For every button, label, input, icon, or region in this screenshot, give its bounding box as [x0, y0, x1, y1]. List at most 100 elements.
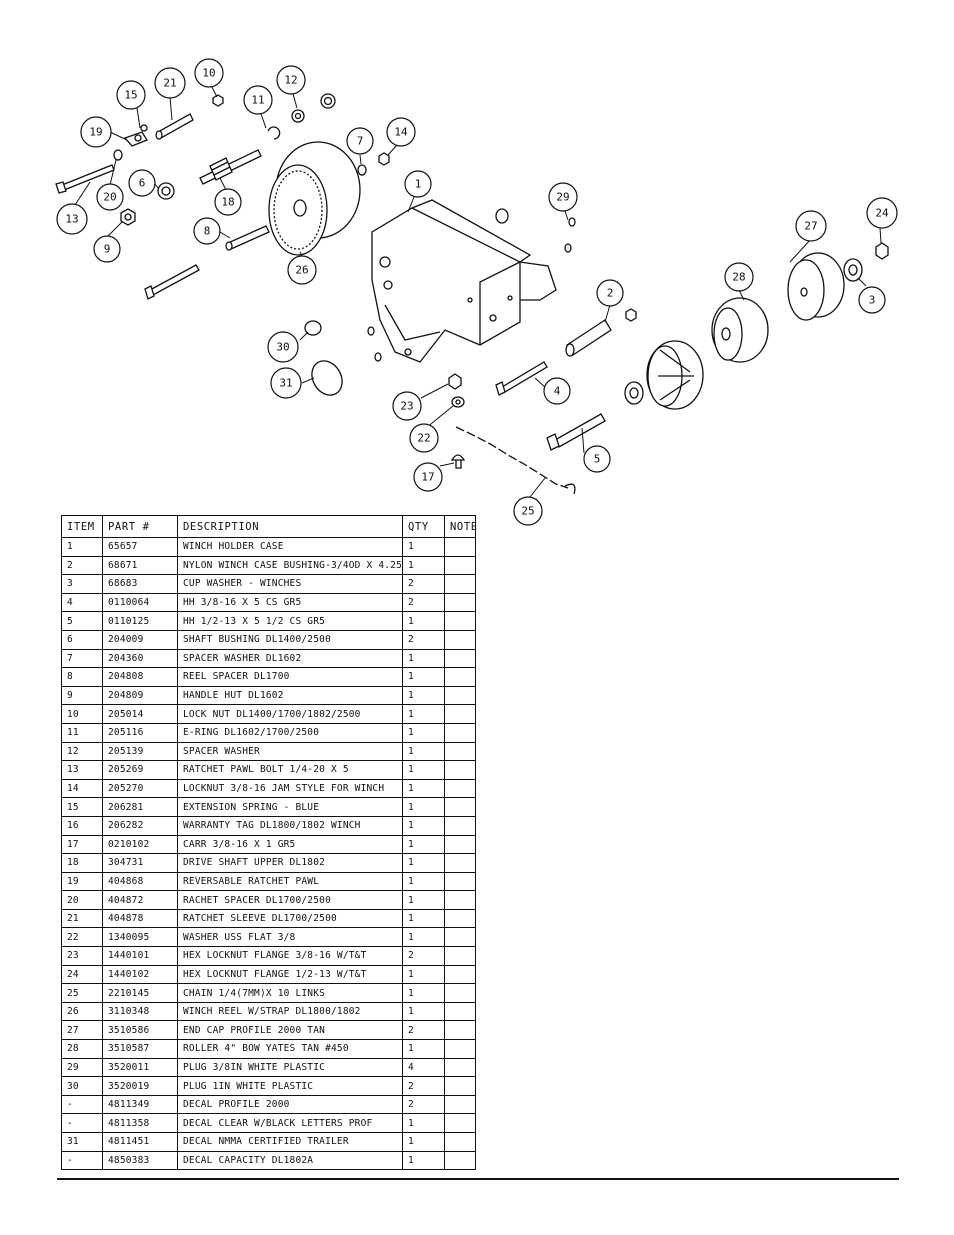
cell-note	[444, 1094, 476, 1115]
cell-description: PLUG 1IN WHITE PLASTIC	[177, 1076, 403, 1096]
cell-note	[444, 667, 476, 687]
cell-item: 26	[61, 1001, 103, 1022]
callout-1: 1	[404, 170, 432, 198]
cell-part-number: 206281	[102, 797, 178, 817]
cell-qty: 1	[402, 537, 445, 557]
cell-part-number: 0110125	[102, 611, 178, 631]
cell-item: 28	[61, 1039, 103, 1059]
part-case-bushing	[495, 208, 509, 224]
cell-description: WINCH REEL W/STRAP DL1800/1802	[177, 1001, 403, 1022]
part-nylon-bushing	[565, 319, 612, 357]
cell-part-number: 3510586	[102, 1020, 178, 1041]
cell-item: 15	[61, 797, 103, 817]
cell-description: HH 1/2-13 X 5 1/2 CS GR5	[177, 611, 403, 631]
cell-note	[444, 555, 476, 576]
callout-2: 2	[596, 279, 624, 307]
cell-part-number: 204808	[102, 667, 178, 687]
callout-6: 6	[128, 169, 156, 197]
cell-item: 8	[61, 667, 103, 687]
cell-description: CARR 3/8-16 X 1 GR5	[177, 834, 403, 855]
cell-qty: 1	[402, 685, 445, 706]
cell-part-number: 3110348	[102, 1001, 178, 1022]
cell-part-number: 0210102	[102, 834, 178, 855]
cell-item: 6	[61, 629, 103, 650]
svg-text:17: 17	[421, 471, 434, 484]
cell-description: HH 3/8-16 X 5 CS GR5	[177, 592, 403, 613]
cell-note	[444, 964, 476, 985]
cell-part-number: 205270	[102, 778, 178, 799]
svg-text:5: 5	[594, 453, 601, 466]
cell-qty: 1	[402, 834, 445, 855]
svg-text:31: 31	[279, 377, 292, 390]
part-cup-washer-small	[624, 381, 644, 405]
cell-item: 3	[61, 574, 103, 594]
cell-qty: 1	[402, 1039, 445, 1059]
callout-24: 24	[866, 197, 898, 229]
cell-qty: 2	[402, 574, 445, 594]
cell-description: EXTENSION SPRING - BLUE	[177, 797, 403, 817]
cell-qty: 2	[402, 1094, 445, 1115]
cell-note	[444, 592, 476, 613]
cell-qty: 2	[402, 946, 445, 966]
cell-item: 5	[61, 611, 103, 631]
cell-note	[444, 853, 476, 873]
cell-note	[444, 537, 476, 557]
header-part-number: PART #	[102, 515, 178, 538]
svg-text:29: 29	[556, 191, 569, 204]
cell-note	[444, 685, 476, 706]
cell-item: 24	[61, 964, 103, 985]
svg-text:30: 30	[276, 341, 289, 354]
cell-item: -	[61, 1150, 103, 1171]
cell-description: RATCHET SLEEVE DL1700/2500	[177, 908, 403, 929]
callout-10: 10	[194, 58, 224, 88]
cell-description: NYLON WINCH CASE BUSHING-3/4OD X 4.25	[177, 555, 403, 576]
svg-text:23: 23	[400, 400, 413, 413]
callout-7: 7	[346, 127, 374, 155]
cell-note	[444, 760, 476, 780]
cell-note	[444, 648, 476, 669]
cell-qty: 1	[402, 815, 445, 836]
cell-item: 20	[61, 890, 103, 910]
cell-item: 23	[61, 946, 103, 966]
svg-text:15: 15	[124, 89, 137, 102]
part-cup-washer-right	[843, 258, 863, 282]
cell-note	[444, 704, 476, 724]
cell-item: 9	[61, 685, 103, 706]
callout-23: 23	[392, 391, 422, 421]
svg-text:1: 1	[415, 178, 422, 191]
part-winch-reel	[268, 141, 361, 256]
callout-30: 30	[267, 331, 299, 363]
cell-item: -	[61, 1094, 103, 1115]
callout-3: 3	[858, 286, 886, 314]
part-chain	[455, 426, 576, 495]
cell-note	[444, 1076, 476, 1096]
cell-description: HANDLE HUT DL1602	[177, 685, 403, 706]
cell-item: 2	[61, 555, 103, 576]
cell-description: LOCKNUT 3/8-16 JAM STYLE FOR WINCH	[177, 778, 403, 799]
svg-text:9: 9	[104, 243, 111, 256]
part-end-cap-right	[787, 252, 845, 321]
cell-description: END CAP PROFILE 2000 TAN	[177, 1020, 403, 1041]
cell-qty: 1	[402, 555, 445, 576]
part-reel-spacer	[225, 225, 270, 251]
cell-qty: 1	[402, 853, 445, 873]
cell-part-number: 204360	[102, 648, 178, 669]
cell-item: 13	[61, 760, 103, 780]
part-small-nut-right	[625, 308, 637, 322]
cell-item: 31	[61, 1132, 103, 1152]
cell-part-number: 68671	[102, 555, 178, 576]
cell-item: 4	[61, 592, 103, 613]
